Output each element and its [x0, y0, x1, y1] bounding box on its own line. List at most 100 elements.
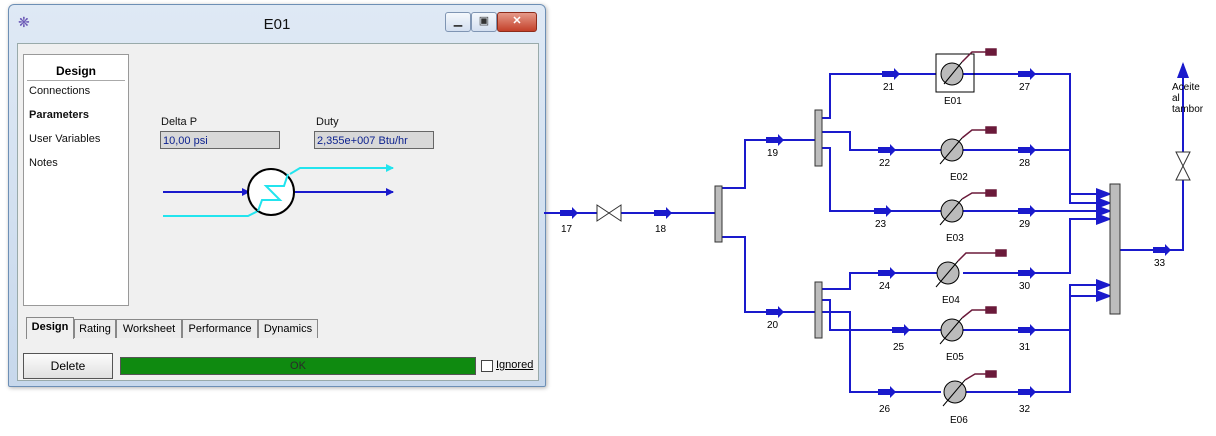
stream-arrow-icon[interactable] [654, 207, 672, 219]
app-icon: ❋ [18, 14, 30, 30]
valve-icon[interactable] [1175, 164, 1191, 181]
maximize-button[interactable]: ▣ [471, 12, 497, 32]
stream-label: 29 [1019, 219, 1031, 230]
nav-item-user-variables[interactable]: User Variables [29, 133, 101, 145]
tee-icon[interactable] [714, 185, 723, 243]
energy-line [961, 51, 986, 63]
energy-arrow-icon[interactable] [985, 48, 997, 56]
arrow-icon [242, 188, 250, 196]
cooler-arrow [939, 198, 963, 226]
mixer-icon[interactable] [1109, 183, 1121, 315]
stream-arrow-icon[interactable] [1018, 386, 1036, 398]
stream-label: 19 [767, 148, 779, 159]
stream-arrow-icon[interactable] [892, 324, 910, 336]
energy-line [961, 129, 986, 139]
nav-item-notes[interactable]: Notes [29, 157, 58, 169]
utility-outlet-line [289, 167, 393, 175]
exchanger-label: E05 [946, 352, 964, 363]
product-label: Aceite [1172, 82, 1200, 93]
process-flowsheet: 17 18 19 20 21 22 23 24 25 26 27 28 29 3… [544, 48, 1204, 426]
tab-design[interactable]: Design [26, 317, 74, 339]
stream-arrow-icon[interactable] [1018, 324, 1036, 336]
product-label: tambor [1172, 104, 1204, 115]
stream-label: 23 [875, 219, 887, 230]
cooler-arrow [939, 137, 963, 165]
exchanger-label: E02 [950, 172, 968, 183]
stream-label: 27 [1019, 82, 1031, 93]
energy-line [964, 373, 986, 381]
duty-field[interactable]: 2,355e+007 Btu/hr [314, 131, 434, 149]
stream-30-line [963, 213, 1112, 274]
cooler-arrow [943, 61, 963, 85]
stream-28-line [963, 149, 1112, 209]
tab-dynamics[interactable]: Dynamics [258, 319, 318, 338]
close-icon: ✕ [512, 15, 522, 27]
stream-label: 26 [879, 404, 891, 415]
energy-arrow-icon[interactable] [985, 126, 997, 134]
tee-icon[interactable] [814, 281, 823, 339]
stream-arrow-icon[interactable] [1018, 267, 1036, 279]
exchanger-e01-group[interactable] [935, 53, 975, 93]
energy-arrow-icon[interactable] [985, 189, 997, 197]
nav-item-connections[interactable]: Connections [29, 85, 91, 97]
exchanger-coil [257, 173, 289, 212]
tab-rating[interactable]: Rating [74, 319, 116, 338]
cooler-arrow [942, 379, 966, 407]
delta-p-field[interactable]: 10,00 psi [160, 131, 280, 149]
tab-worksheet[interactable]: Worksheet [116, 319, 182, 338]
selection-box [935, 53, 975, 93]
ignored-checkbox[interactable] [481, 360, 493, 372]
stream-arrow-icon[interactable] [766, 306, 784, 318]
minimize-button[interactable]: ▁ [445, 12, 471, 32]
stream-31-line [963, 279, 1112, 331]
valve-icon[interactable] [608, 204, 622, 222]
stream-label: 21 [883, 82, 895, 93]
stream-label: 25 [893, 342, 905, 353]
stream-arrow-icon[interactable] [874, 205, 892, 217]
minimize-icon: ▁ [453, 15, 463, 27]
stream-26-line [822, 311, 941, 393]
exchanger-label: E06 [950, 415, 968, 426]
valve-icon[interactable] [596, 204, 610, 222]
stream-label: 22 [879, 158, 891, 169]
arrow-icon [386, 188, 394, 196]
delta-p-label: Delta P [161, 116, 198, 128]
stream-arrow-icon[interactable] [766, 134, 784, 146]
stream-arrow-icon[interactable] [878, 267, 896, 279]
energy-arrow-icon[interactable] [985, 306, 997, 314]
stream-label: 33 [1154, 258, 1166, 269]
cooler-arrow [939, 317, 963, 345]
section-nav: Design Connections Parameters User Varia… [23, 54, 129, 306]
cooler-arrow [935, 260, 959, 288]
stream-arrow-icon[interactable] [1018, 68, 1036, 80]
title-bar[interactable]: ❋ E01 ▁ ▣ ✕ [9, 5, 545, 43]
energy-line [961, 192, 986, 200]
close-button[interactable]: ✕ [497, 12, 537, 32]
stream-arrow-icon[interactable] [560, 207, 578, 219]
stream-arrow-icon[interactable] [878, 144, 896, 156]
window-title: E01 [263, 16, 291, 33]
valve-icon[interactable] [1175, 151, 1191, 168]
tab-performance[interactable]: Performance [182, 319, 258, 338]
stream-arrow-icon[interactable] [1018, 144, 1036, 156]
stream-label: 32 [1019, 404, 1031, 415]
stream-25-line [822, 299, 941, 331]
delete-button[interactable]: Delete [23, 353, 113, 379]
stream-label: 20 [767, 320, 779, 331]
ignored-label: Ignored [496, 359, 534, 371]
exchanger-label: E04 [942, 295, 960, 306]
stream-arrow-icon[interactable] [1153, 244, 1171, 256]
stream-27-line [963, 73, 1112, 200]
stream-arrow-icon[interactable] [882, 68, 900, 80]
utility-inlet-line [163, 210, 259, 217]
nav-item-parameters[interactable]: Parameters [29, 109, 89, 121]
stream-label: 30 [1019, 281, 1031, 292]
product-label: al [1172, 93, 1180, 104]
stream-arrow-icon[interactable] [1018, 205, 1036, 217]
nav-header: Design [27, 55, 125, 81]
tee-icon[interactable] [814, 109, 823, 167]
energy-line [961, 309, 986, 319]
stream-arrow-icon[interactable] [878, 386, 896, 398]
energy-arrow-icon[interactable] [995, 249, 1007, 257]
energy-arrow-icon[interactable] [985, 370, 997, 378]
